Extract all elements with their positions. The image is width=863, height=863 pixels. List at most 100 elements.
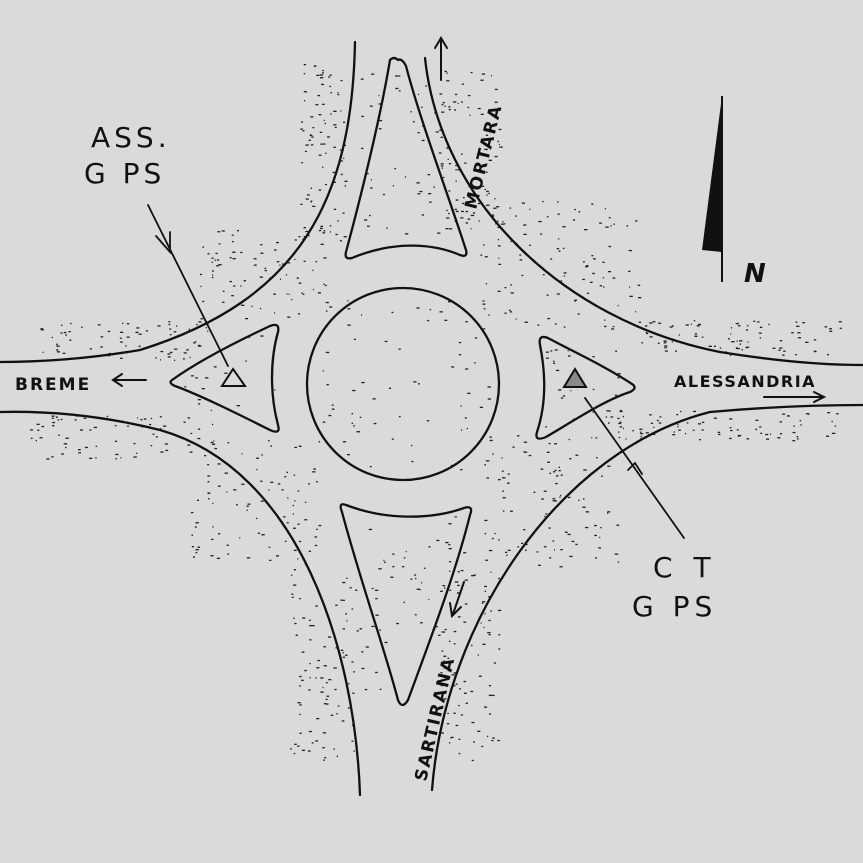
stipple-dot xyxy=(570,390,572,392)
stipple-dot xyxy=(341,720,345,722)
stipple-dot xyxy=(294,239,297,241)
stipple-dot xyxy=(297,490,300,492)
stipple-dot xyxy=(319,74,324,76)
stipple-dot xyxy=(78,452,81,454)
stipple-dot xyxy=(444,105,446,107)
stipple-dot xyxy=(297,745,300,747)
stipple-dot xyxy=(622,415,625,418)
stipple-dot xyxy=(322,370,324,372)
stipple-dot xyxy=(259,307,262,310)
stipple-dot xyxy=(645,331,648,334)
stipple-dot xyxy=(484,256,488,258)
stipple-dot xyxy=(157,325,161,327)
stipple-dot xyxy=(339,240,342,242)
stipple-dot xyxy=(292,504,294,507)
stipple-dot xyxy=(371,587,374,590)
stipple-dot xyxy=(291,596,294,598)
stipple-dot xyxy=(491,215,495,217)
stipple-dot xyxy=(753,320,756,322)
stipple-dot xyxy=(558,238,560,240)
stipple-dot xyxy=(51,336,53,339)
stipple-dot xyxy=(612,325,615,328)
stipple-dot xyxy=(435,131,439,133)
stipple-dot xyxy=(227,553,230,555)
stipple-dot xyxy=(251,305,253,307)
stipple-dot xyxy=(340,649,344,651)
stipple-dot xyxy=(200,273,203,276)
stipple-dot xyxy=(205,377,209,379)
stipple-dot xyxy=(394,168,396,170)
stipple-dot xyxy=(458,752,461,755)
stipple-dot xyxy=(325,310,328,312)
stipple-dot xyxy=(496,206,500,208)
stipple-dot xyxy=(256,468,258,471)
stipple-dot xyxy=(537,324,540,326)
stipple-dot xyxy=(174,348,178,350)
stipple-dot xyxy=(484,706,488,708)
stipple-dot xyxy=(467,94,471,97)
stipple-dot xyxy=(189,356,191,359)
stipple-dot xyxy=(737,434,742,437)
stipple-dot xyxy=(498,257,500,259)
stipple-dot xyxy=(759,426,762,428)
stipple-dot xyxy=(200,318,204,320)
stipple-dot xyxy=(604,208,606,210)
stipple-dot xyxy=(826,435,830,437)
stipple-dot xyxy=(736,429,739,431)
stipple-dot xyxy=(779,433,783,435)
stipple-dot xyxy=(411,460,414,463)
stipple-dot xyxy=(548,527,551,529)
stipple-dot xyxy=(247,503,251,505)
stipple-dot xyxy=(245,360,247,362)
stipple-dot xyxy=(56,345,60,347)
stipple-dot xyxy=(379,629,381,631)
stipple-dot xyxy=(421,106,423,108)
stipple-dot xyxy=(303,100,306,102)
stipple-dot xyxy=(41,425,45,428)
stipple-dot xyxy=(582,278,585,281)
stipple-dot xyxy=(519,259,523,261)
stipple-dot xyxy=(498,634,501,636)
stipple-dot xyxy=(356,431,360,433)
stipple-dot xyxy=(729,354,732,356)
stipple-dot xyxy=(755,428,758,431)
stipple-dot xyxy=(264,267,267,269)
stipple-dot xyxy=(95,445,98,447)
stipple-dot xyxy=(523,224,527,226)
stipple-dot xyxy=(224,372,228,374)
stipple-dot xyxy=(313,468,316,470)
stipple-dot xyxy=(236,405,240,407)
stipple-dot xyxy=(294,500,296,502)
stipple-dot xyxy=(470,214,475,217)
stipple-dot xyxy=(470,71,473,74)
stipple-dot xyxy=(560,280,563,282)
stipple-dot xyxy=(766,438,770,440)
stipple-dot xyxy=(322,72,324,74)
stipple-dot xyxy=(190,432,193,435)
stipple-dot xyxy=(256,457,259,459)
stipple-dot xyxy=(556,369,560,372)
stipple-dot xyxy=(375,589,379,591)
stipple-dot xyxy=(599,222,602,224)
stipple-dot xyxy=(591,203,594,205)
stipple-dot xyxy=(553,362,556,364)
stipple-dot xyxy=(322,232,326,234)
stipple-dot xyxy=(260,500,264,502)
stipple-dot xyxy=(554,349,558,351)
stipple-dot xyxy=(546,216,549,218)
stipple-dot xyxy=(458,341,461,344)
stipple-dot xyxy=(342,656,346,658)
stipple-dot xyxy=(187,444,191,446)
stipple-dot xyxy=(326,695,330,697)
leader-lines xyxy=(147,204,685,539)
stipple-dot xyxy=(257,532,260,534)
stipple-dot xyxy=(222,301,225,303)
stipple-dot xyxy=(287,316,291,318)
stipple-dot xyxy=(207,464,210,466)
stipple-dot xyxy=(510,292,514,294)
stipple-dot xyxy=(322,143,326,145)
stipple-dot xyxy=(323,759,325,761)
stipple-dot xyxy=(125,345,127,347)
stipple-dot xyxy=(645,432,649,434)
stipple-dot xyxy=(301,292,303,294)
